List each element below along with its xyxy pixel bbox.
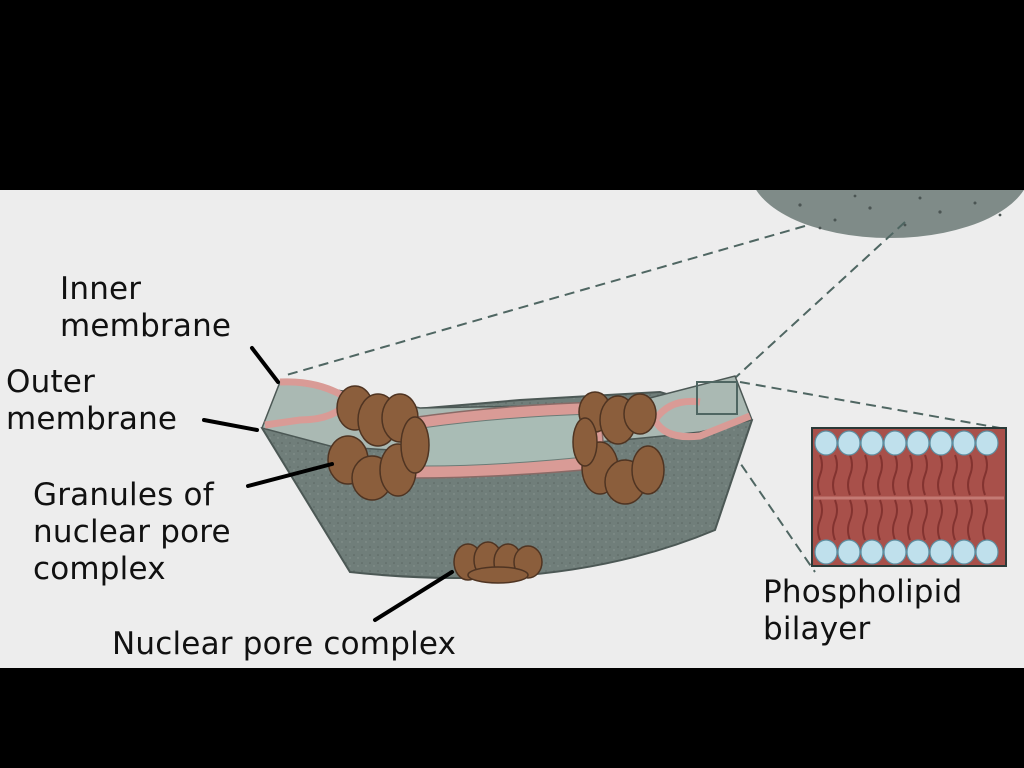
nuclear-pore-complex-label: Nuclear pore complex bbox=[112, 626, 457, 662]
nuclear-pore-complex-front bbox=[453, 541, 543, 584]
outer-membrane-label: Outer membrane bbox=[6, 364, 177, 438]
pore-granules-left bbox=[327, 385, 430, 501]
outer-membrane-label-line-2: membrane bbox=[6, 401, 178, 437]
inner-membrane-label: Inner membrane bbox=[60, 271, 231, 345]
phospholipid-bilayer-label-line-1: Phospholipid bbox=[763, 574, 963, 610]
granules-label-line-2: nuclear pore bbox=[33, 514, 231, 550]
granules-label: Granules of nuclear pore complex bbox=[33, 477, 231, 588]
phospholipid-bilayer-label-line-2: bilayer bbox=[763, 611, 871, 647]
phospholipid-bilayer-inset bbox=[811, 427, 1007, 567]
phospholipid-bilayer-label: Phospholipid bilayer bbox=[763, 574, 962, 648]
inner-membrane-label-line-2: membrane bbox=[60, 308, 232, 344]
zoom-box bbox=[696, 381, 738, 415]
outer-membrane-label-line-1: Outer bbox=[6, 364, 96, 400]
leader-lines bbox=[202, 346, 454, 622]
inner-membrane-label-line-1: Inner bbox=[60, 271, 142, 307]
pore-granules-right bbox=[572, 391, 665, 505]
granules-label-line-3: complex bbox=[33, 551, 166, 587]
nucleus-sphere bbox=[756, 190, 1024, 238]
granules-label-line-1: Granules of bbox=[33, 477, 214, 513]
